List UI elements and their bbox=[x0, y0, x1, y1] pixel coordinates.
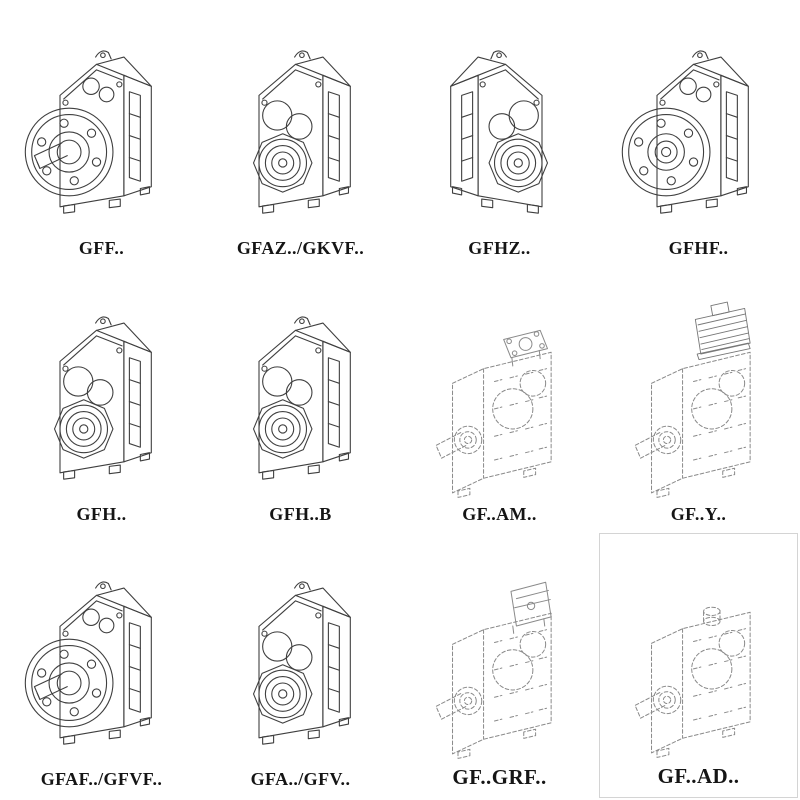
catalog-item-gf-y: GF..Y.. bbox=[599, 267, 798, 532]
model-label: GF..AM.. bbox=[462, 503, 537, 524]
model-label: GFAZ../GKVF.. bbox=[236, 238, 365, 259]
catalog-item-gf-grf: GF..GRF.. bbox=[400, 533, 599, 798]
model-label: GFHZ.. bbox=[468, 238, 531, 259]
gearbox-bearing-front-drawing bbox=[14, 292, 190, 502]
model-label: GFH..B bbox=[269, 503, 332, 524]
catalog-item-gfa-gfv: GFA../GFV.. bbox=[201, 533, 400, 798]
gearbox-output-flange-drawing bbox=[14, 557, 190, 767]
catalog-item-gfaz-gkvf: GFAZ../GKVF.. bbox=[201, 2, 400, 267]
model-label: GFF.. bbox=[78, 238, 125, 259]
catalog-item-gfh: GFH.. bbox=[2, 267, 201, 532]
gearbox-hollow-shaft-drawing bbox=[213, 557, 389, 767]
gearbox-output-flange-drawing bbox=[14, 26, 190, 236]
catalog-item-gfaf-gfvf: GFAF../GFVF.. bbox=[2, 533, 201, 798]
catalog-item-gf-ad: GF..AD.. bbox=[599, 532, 798, 798]
model-label: GF..AD.. bbox=[657, 764, 740, 788]
gearbox-adapter-block-drawing bbox=[412, 553, 588, 763]
catalog-item-gff: GFF.. bbox=[2, 2, 201, 267]
model-label: GF..Y.. bbox=[670, 503, 727, 524]
catalog-item-gf-am: GF..AM.. bbox=[400, 267, 599, 532]
model-label: GFAF../GFVF.. bbox=[40, 769, 163, 789]
gearbox-input-adapter-drawing bbox=[611, 552, 787, 762]
catalog-item-gfh-b: GFH..B bbox=[201, 267, 400, 532]
gearbox-motor-mounted-drawing bbox=[611, 292, 787, 502]
gearbox-bearing-front-drawing bbox=[213, 292, 389, 502]
catalog-item-gfhf: GFHF.. bbox=[599, 2, 798, 267]
model-label: GFHF.. bbox=[668, 238, 729, 259]
gearbox-hollow-shaft-mirrored-drawing bbox=[412, 26, 588, 236]
model-label: GFA../GFV.. bbox=[250, 769, 351, 789]
model-label: GF..GRF.. bbox=[452, 765, 547, 789]
catalog-item-gfhz: GFHZ.. bbox=[400, 2, 599, 267]
gearbox-flange-hollow-drawing bbox=[611, 26, 787, 236]
model-label: GFH.. bbox=[76, 503, 127, 524]
gearbox-iec-adapter-drawing bbox=[412, 292, 588, 502]
gearbox-hollow-shaft-drawing bbox=[213, 26, 389, 236]
